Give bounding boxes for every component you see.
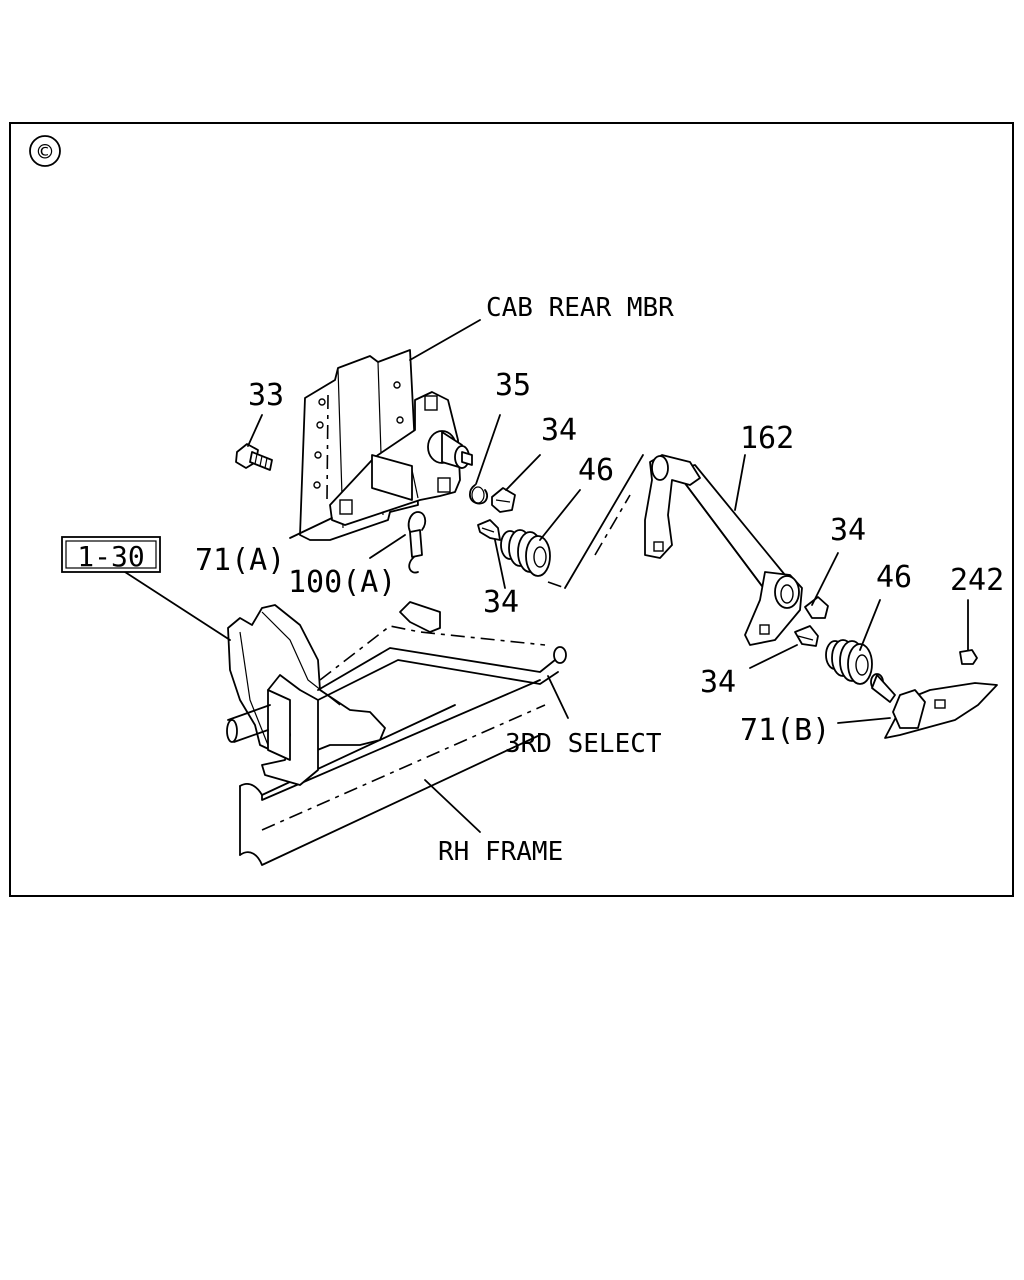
part-71b-label: 71(B) <box>740 713 830 748</box>
part-162-label: 162 <box>740 421 794 456</box>
bushing-34-right <box>804 596 829 619</box>
boot-46-left <box>500 529 551 577</box>
part-34-right-label: 34 <box>830 513 866 548</box>
part-71a-label: 71(A) <box>195 543 285 578</box>
bracket-71b <box>870 673 998 739</box>
reference-box-1-30: 1-30 <box>61 536 161 573</box>
part-35-label: 35 <box>495 368 531 403</box>
leader-lines <box>124 319 969 833</box>
bolt-33 <box>235 443 273 471</box>
cab-rear-mbr-label: CAB REAR MBR <box>486 293 674 323</box>
part-100a-label: 100(A) <box>288 565 396 600</box>
clip-35 <box>468 484 489 505</box>
part-46-right-label: 46 <box>876 560 912 595</box>
bracket-71a <box>329 391 473 526</box>
third-select-label: 3RD SELECT <box>505 729 662 759</box>
view-mark-letter: © <box>38 138 53 166</box>
bushing-34-lower-right <box>794 625 819 647</box>
bushing-34-lower-left <box>477 519 501 541</box>
shift-lever-162 <box>644 454 803 646</box>
bushing-34-top <box>491 487 516 513</box>
part-34-top-label: 34 <box>541 413 577 448</box>
part-46-left-label: 46 <box>578 453 614 488</box>
part-33-label: 33 <box>248 378 284 413</box>
rh-frame <box>239 679 546 866</box>
nut-242 <box>959 649 978 665</box>
diagram-border <box>9 122 1014 897</box>
boot-46-right <box>825 639 873 685</box>
ref-1-30-label: 1-30 <box>77 540 144 573</box>
third-select-rod <box>226 601 567 743</box>
view-mark: © <box>29 135 61 167</box>
part-34-lower-right-label: 34 <box>700 665 736 700</box>
part-242-label: 242 <box>950 563 1004 598</box>
crossmember-bracket <box>227 604 386 786</box>
cotter-pin-100a <box>407 511 427 574</box>
rh-frame-label: RH FRAME <box>438 837 563 867</box>
part-34-lower-left-label: 34 <box>483 585 519 620</box>
